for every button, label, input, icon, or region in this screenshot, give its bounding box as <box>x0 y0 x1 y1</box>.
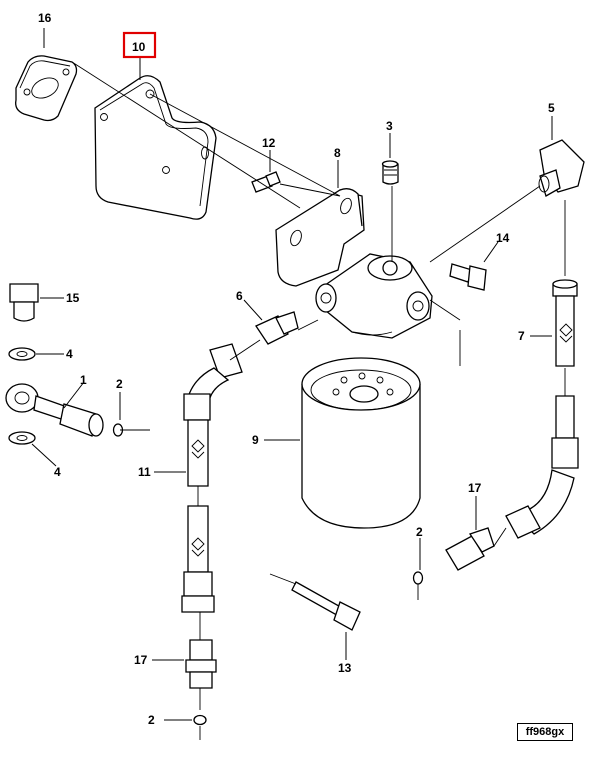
elbow-fitting-part-5 <box>538 139 585 197</box>
callout-3: 3 <box>386 119 393 133</box>
callout-2-bottom: 2 <box>148 713 155 727</box>
callout-4-lower: 4 <box>54 465 61 479</box>
o-ring-part-2-c <box>193 714 207 726</box>
banjo-bolt-part-15 <box>9 283 39 322</box>
leader-lines <box>31 28 566 740</box>
callout-highlight-box <box>122 31 157 59</box>
callout-12: 12 <box>262 136 276 150</box>
fitting-part-17-left <box>185 639 217 689</box>
plug-part-3 <box>381 160 399 185</box>
o-ring-part-2-b <box>412 571 424 585</box>
filter-head-part-8 <box>275 188 433 339</box>
callout-2-middle: 2 <box>416 525 423 539</box>
callout-8: 8 <box>334 146 341 160</box>
hose-part-11 <box>181 343 243 613</box>
callout-4-upper: 4 <box>66 347 73 361</box>
callout-6: 6 <box>236 289 243 303</box>
fitting-part-17-right <box>445 527 495 571</box>
bolt-part-13 <box>291 581 361 631</box>
figure-id-label: ff968gx <box>517 723 573 741</box>
callout-16: 16 <box>38 11 52 25</box>
fuel-filter-part-9 <box>301 357 421 529</box>
callout-2-left: 2 <box>116 377 123 391</box>
banjo-fitting-part-1 <box>5 383 104 437</box>
callout-14: 14 <box>496 231 510 245</box>
callout-15: 15 <box>66 291 80 305</box>
callout-11: 11 <box>138 465 151 479</box>
fitting-part-6 <box>255 311 299 345</box>
hose-part-7 <box>505 279 579 539</box>
callout-10: 10 <box>132 40 146 54</box>
mounting-bracket-part-10 <box>94 75 217 220</box>
gasket-part-16 <box>15 55 78 122</box>
callout-9: 9 <box>252 433 259 447</box>
callout-17-left: 17 <box>134 653 148 667</box>
washer-part-4-lower <box>8 431 36 445</box>
bolt-part-12 <box>251 171 281 193</box>
callout-5: 5 <box>548 101 555 115</box>
washer-part-4-upper <box>8 347 36 361</box>
bolt-part-14 <box>449 263 487 291</box>
callout-17-right: 17 <box>468 481 482 495</box>
callout-13: 13 <box>338 661 352 675</box>
callout-7: 7 <box>518 329 525 343</box>
callout-1: 1 <box>80 373 87 387</box>
